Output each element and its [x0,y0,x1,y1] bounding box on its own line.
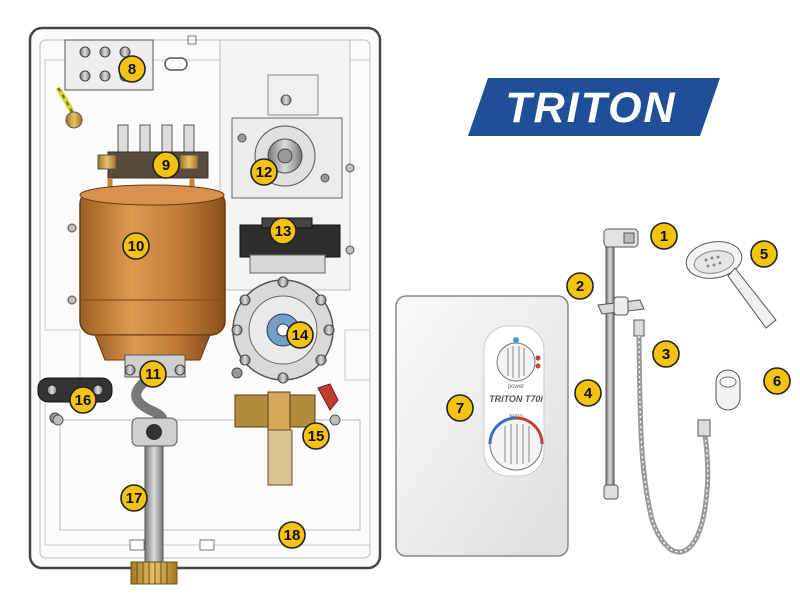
shower-hose [633,319,711,555]
callout-number: 3 [662,346,670,363]
callout-17: 17 [120,484,148,512]
svg-text:power: power [508,384,524,390]
earth-wire [55,86,83,129]
chassis-screws [52,163,355,426]
callout-number: 15 [308,428,325,445]
temperature-dial: temp [488,414,544,471]
slide-rail-top-bracket [603,228,639,248]
callout-18: 18 [278,521,306,549]
callout-3: 3 [652,340,680,368]
callout-13: 13 [269,217,297,245]
inlet-pipe [130,417,178,585]
callout-number: 14 [292,327,309,344]
callout-5: 5 [750,240,778,268]
shower-head [685,241,777,329]
callout-number: 13 [275,223,292,240]
callout-number: 10 [128,238,145,255]
callout-6: 6 [763,367,791,395]
solenoid-valve [234,383,339,486]
callout-number: 17 [126,490,143,507]
cover-and-control-panel: power TRITON T70i temp [395,295,569,557]
callout-4: 4 [574,379,602,407]
callout-number: 11 [145,366,161,383]
model-text: TRITON T70i [489,394,543,404]
shower-head-holder [597,296,645,316]
callout-number: 12 [256,164,273,181]
callout-1: 1 [650,222,678,250]
callout-number: 18 [284,527,301,544]
heater-tank [79,184,226,361]
callout-9: 9 [152,151,180,179]
callout-10: 10 [122,232,150,260]
callout-16: 16 [69,386,97,414]
callout-number: 8 [128,61,136,78]
callout-2: 2 [566,272,594,300]
callout-number: 9 [162,157,170,174]
riser-rail [603,239,619,500]
callout-15: 15 [302,422,330,450]
callout-7: 7 [446,394,474,422]
power-dial: power [496,342,541,390]
callout-number: 4 [584,385,593,402]
callout-number: 2 [576,278,584,295]
logo-text: TRITON [505,84,676,132]
callout-number: 5 [760,246,768,263]
callout-8: 8 [118,55,146,83]
triton-logo: TRITON [468,78,720,136]
callout-number: 7 [456,400,464,417]
callout-11: 11 [139,360,167,388]
callout-12: 12 [250,158,278,186]
power-switch [231,74,343,199]
callout-number: 6 [773,373,781,390]
callout-number: 1 [660,228,668,245]
callout-14: 14 [286,321,314,349]
callout-number: 16 [75,392,92,409]
hose-retaining-ring [715,369,741,411]
flow-valve [231,276,335,384]
